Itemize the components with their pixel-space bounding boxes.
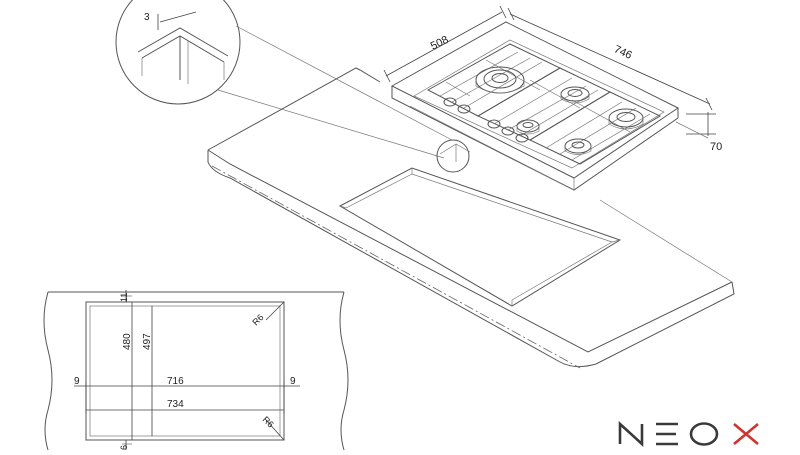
plan-outer-height-label: 497: [142, 333, 153, 350]
plan-margin-left-label: 9: [74, 376, 80, 387]
plan-inner-width-label: 716: [167, 376, 184, 387]
hob-width-label: 746: [612, 43, 634, 61]
hob-burners: [475, 66, 644, 155]
burner-front-left: [516, 119, 540, 135]
burner-right-large: [608, 108, 644, 130]
plan-inner-height-label: 480: [122, 333, 133, 350]
plan-break-left: [43, 291, 53, 451]
plan-margin-bottom-label: 6: [119, 445, 129, 450]
hob-height-label: 70: [710, 141, 722, 153]
logo-letter-e: [656, 422, 678, 446]
plan-margin-right-label: 9: [290, 376, 296, 387]
logo-letter-n: [618, 421, 644, 447]
plan-cutout-inner: [89, 305, 281, 437]
cutout-plan: 716 734 9 9 480 497 11 6 R6 R6: [43, 290, 349, 451]
detail-label: 3: [144, 12, 150, 23]
detail-magnifier: 3: [115, 0, 453, 159]
detail-target-circle: [436, 139, 470, 173]
hob-depth-label: 508: [429, 34, 451, 53]
plan-radius-bottom-label: R6: [261, 414, 276, 429]
countertop-cutout: [338, 167, 622, 307]
plan-cutout-outer: [85, 301, 285, 441]
logo-letter-o: [689, 422, 719, 446]
detail-leader-lower: [217, 89, 445, 159]
countertop-dashed-edge: [211, 165, 581, 369]
burner-rear-right: [560, 86, 590, 104]
neox-logo: [612, 414, 772, 450]
countertop: [207, 67, 735, 369]
hob-grates: [426, 43, 662, 165]
burner-front-right: [564, 138, 592, 155]
hob: 508 746 70: [383, 5, 722, 191]
detail-corner: [137, 11, 229, 84]
plan-break-right: [339, 291, 349, 451]
hob-knobs: [443, 97, 529, 143]
burner-wok: [475, 66, 525, 94]
logo-letter-x: [733, 423, 759, 445]
plan-margin-top-label: 11: [119, 293, 129, 302]
plan-radius-top-label: R6: [250, 312, 265, 327]
plan-outer-width-label: 734: [167, 399, 184, 410]
detail-leader-upper: [235, 25, 453, 141]
detail-circle: [115, 0, 241, 105]
